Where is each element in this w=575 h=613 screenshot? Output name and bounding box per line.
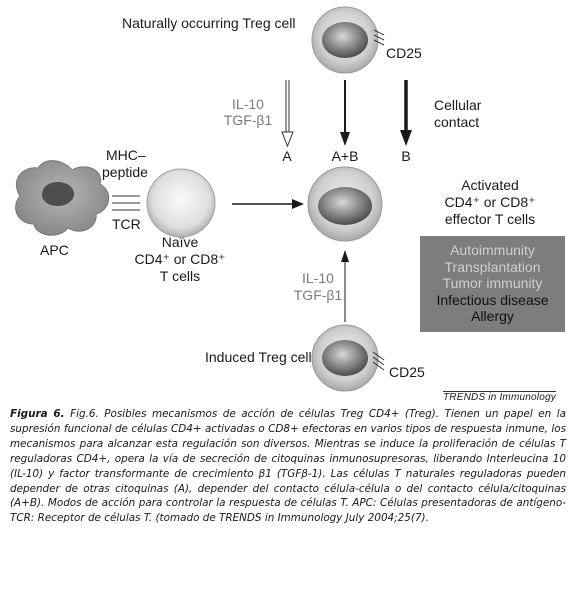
naive-label-3: T cells — [159, 268, 201, 284]
arrow-path-a — [281, 80, 294, 148]
activated-t-cell — [307, 166, 383, 242]
figure-label: Figura 6. — [10, 408, 65, 420]
peptide-label: peptide — [102, 164, 148, 180]
tgf-bottom-label: TGF-β1 — [293, 287, 343, 303]
figure-caption: Figura 6. Fig.6. Posibles mecanismos de … — [10, 407, 566, 526]
naive-t-cell — [146, 168, 216, 238]
path-b-label: B — [401, 148, 411, 164]
arrow-activation — [232, 199, 304, 209]
il10-top-label: IL-10 — [232, 96, 264, 112]
path-a-label: A — [282, 148, 292, 164]
condition-autoimmunity: Autoimmunity — [450, 242, 535, 258]
apc-label: APC — [40, 242, 69, 258]
cellular-label: Cellular — [434, 97, 482, 113]
cd25-bottom-label: CD25 — [389, 364, 425, 380]
arrow-path-ab — [340, 80, 350, 146]
activated-label-1: Activated — [461, 177, 519, 193]
journal-credit: TRENDS in Immunology — [443, 391, 556, 403]
mhc-label: MHC– — [106, 147, 146, 163]
il10-bottom-label: IL-10 — [302, 270, 334, 286]
mhc-tcr-contact — [112, 195, 140, 211]
condition-tumor-immunity: Tumor immunity — [442, 275, 543, 291]
contact-label: contact — [434, 114, 480, 130]
condition-transplantation: Transplantation — [444, 258, 541, 275]
natural-treg-cell — [311, 6, 385, 74]
natural-treg-label: Naturally occurring Treg cell — [122, 15, 296, 31]
naive-label-2: CD4⁺ or CD8⁺ — [134, 251, 226, 267]
tgf-top-label: TGF-β1 — [223, 112, 273, 128]
treg-mechanism-diagram — [15, 6, 412, 392]
path-ab-label: A+B — [331, 148, 359, 164]
tcr-label: TCR — [112, 216, 141, 232]
immune-conditions-box: Autoimmunity Transplantation Tumor immun… — [420, 236, 565, 332]
activated-label-3: effector T cells — [444, 211, 536, 227]
condition-allergy: Allergy — [471, 308, 514, 324]
caption-text: Fig.6. Posibles mecanismos de acción de … — [10, 408, 566, 525]
induced-treg-label: Induced Treg cell — [205, 349, 312, 365]
arrow-path-b — [400, 80, 412, 146]
arrow-induced-treg — [341, 250, 349, 322]
naive-label-1: Naïve — [161, 234, 199, 250]
activated-label-2: CD4⁺ or CD8⁺ — [444, 194, 536, 210]
induced-treg-cell — [311, 324, 385, 392]
condition-infectious-disease: Infectious disease — [436, 291, 549, 308]
apc-cell — [15, 160, 110, 236]
cd25-top-label: CD25 — [386, 45, 422, 61]
